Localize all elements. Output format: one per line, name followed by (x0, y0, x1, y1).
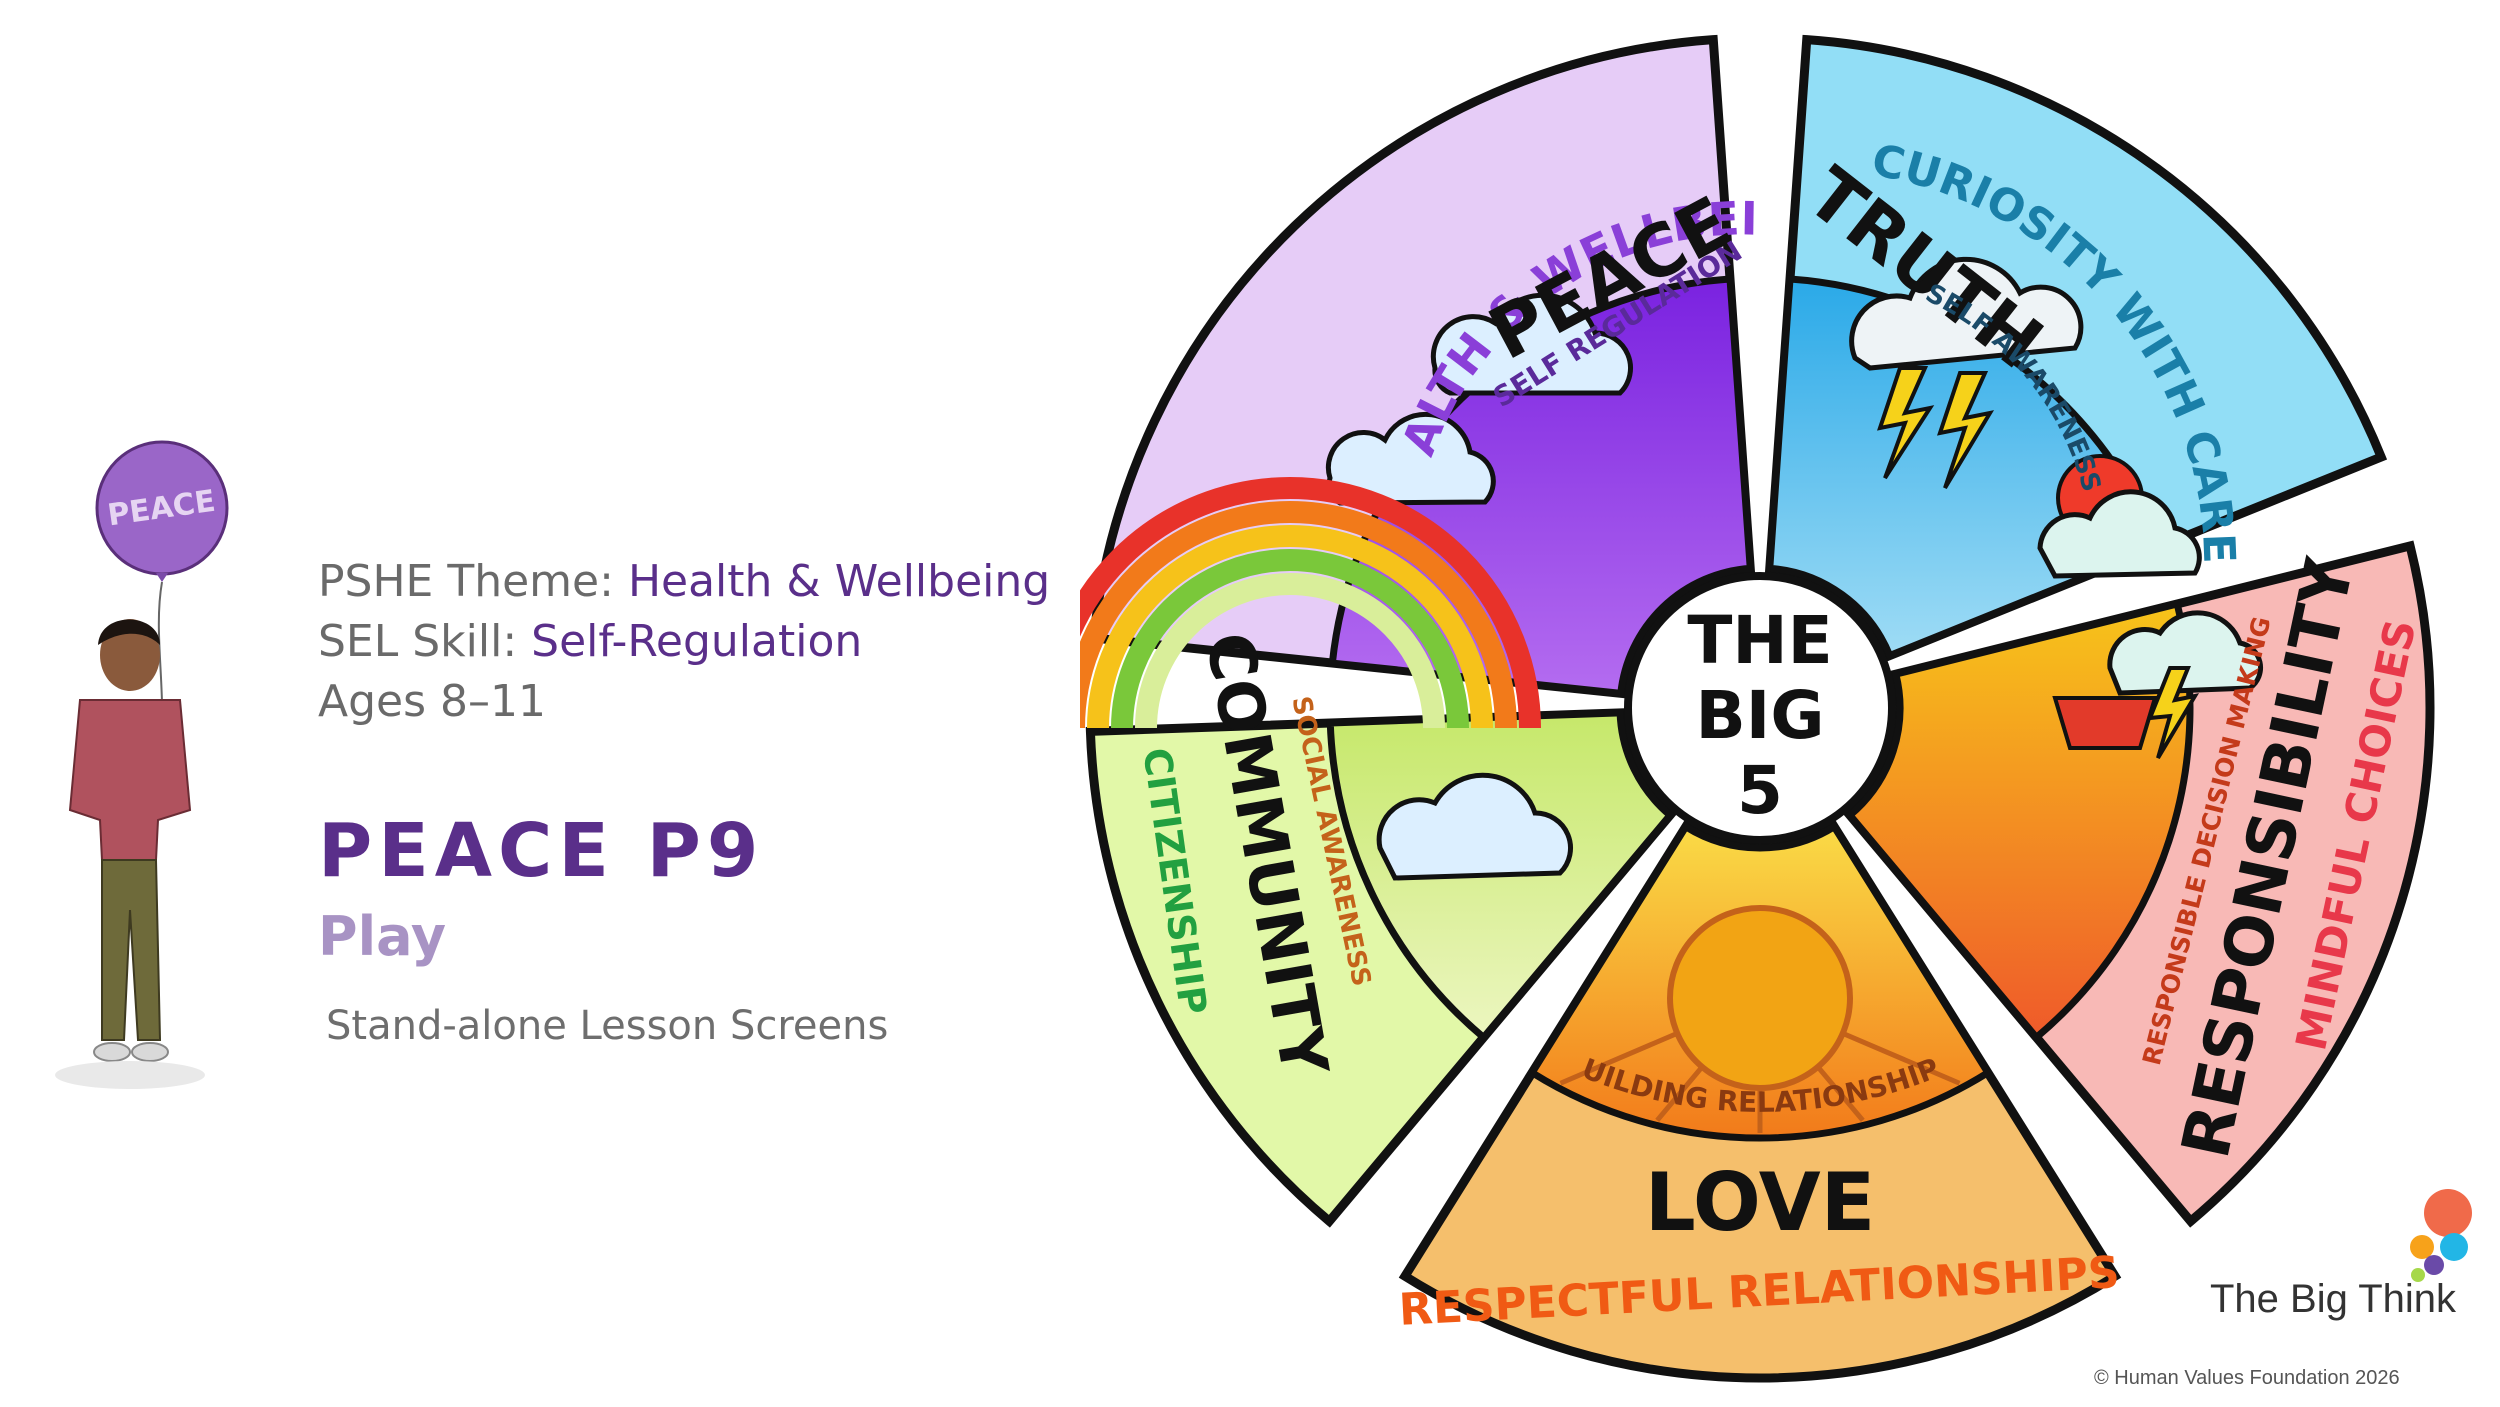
lesson-subtitle: Play (318, 905, 447, 968)
lesson-note: Stand-alone Lesson Screens (326, 1003, 889, 1049)
peace-scene (1325, 292, 1633, 506)
rainbow-band (1111, 549, 1469, 729)
copyright-text: © Human Values Foundation 2026 (2094, 1367, 2400, 1389)
rainbow-band (1080, 501, 1517, 729)
big-think-logo-icon (2410, 1189, 2472, 1282)
sel-skill-line: SEL Skill: Self-Regulation (318, 616, 863, 667)
ages-line: Ages 8–11 (318, 676, 546, 727)
peace-cloud-icon (1325, 411, 1496, 506)
center-line-3: 5 (1737, 752, 1783, 829)
pshe-theme-line: PSHE Theme: Health & Wellbeing (318, 556, 1051, 607)
truth-scene (1849, 256, 2084, 490)
rainbow-band (1135, 573, 1445, 729)
boy-with-balloon-illustration: PEACE (55, 440, 229, 1089)
rainbow-band (1080, 477, 1541, 729)
brand-name: The Big Think (2210, 1277, 2457, 1321)
community-scene (1080, 477, 1573, 881)
rainbow-icon (1080, 477, 1541, 729)
cloud-icon (1376, 772, 1573, 881)
love-scene (1559, 905, 1961, 1133)
cloud-icon (2037, 489, 2202, 579)
lightning-icon (1877, 366, 1935, 480)
wheel-center (1624, 572, 1896, 844)
lightning-icon (2146, 666, 2200, 760)
peace-cloud-icon (1430, 292, 1633, 396)
lesson-title: PEACE P9 (318, 808, 765, 894)
love-main-label: LOVE (1645, 1156, 1876, 1249)
cloud-icon (2107, 610, 2264, 696)
storm-cloud-icon (1849, 256, 2084, 371)
sel-skill-value: Self-Regulation (531, 616, 863, 667)
rainbow-band (1087, 525, 1493, 729)
lightning-icon (1937, 371, 1995, 490)
center-line-1: THE (1687, 602, 1832, 679)
center-line-2: BIG (1695, 677, 1824, 754)
sun-icon (1667, 905, 1853, 1091)
lesson-info: PSHE Theme: Health & Wellbeing SEL Skill… (318, 552, 1050, 732)
boy-shirt (68, 699, 192, 861)
pshe-theme-value: Health & Wellbeing (627, 556, 1051, 607)
rain-cloud-icon (2052, 696, 2158, 750)
big-5-wheel: THE BIG 5 HEALTH & WELLBEING PEACE SELF … (1080, 28, 2435, 1383)
responsibility-scene (2037, 454, 2264, 760)
boy-head (100, 619, 160, 691)
